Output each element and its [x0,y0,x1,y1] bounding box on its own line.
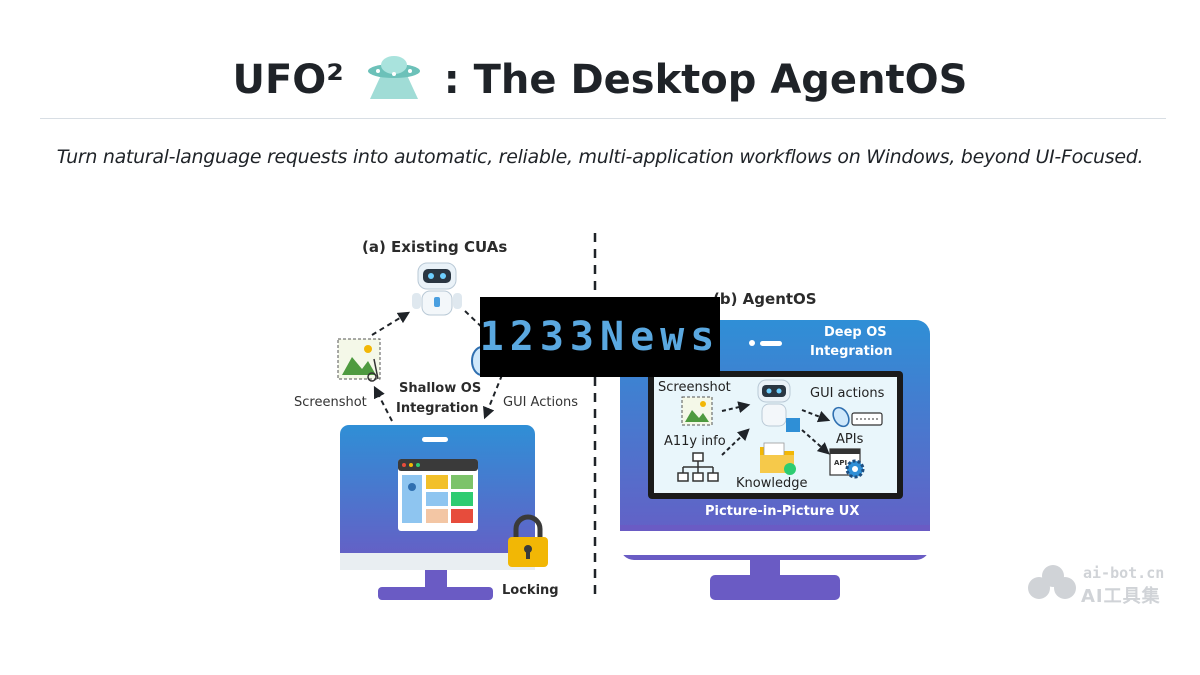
subtitle: Turn natural-language requests into auto… [56,146,1144,168]
cloud-logo-icon [1028,565,1076,599]
left-panel-title: (a) Existing CUAs [362,238,507,256]
site-name: AI工具集 [1081,586,1161,607]
site-watermark: ai-bot.cn AI工具集 [1025,562,1185,607]
right-gui-actions-label: GUI actions [810,386,885,401]
right-panel-title: (b) AgentOS [713,290,817,308]
page-title: UFO² : The Desktop AgentOS [0,50,1200,110]
title-divider [40,118,1166,119]
tree-icon [677,452,719,482]
left-screenshot-label: Screenshot [294,395,367,410]
left-gui-actions-label: GUI Actions [503,395,578,410]
folder-icon [760,442,796,475]
right-screenshot-label: Screenshot [658,380,731,395]
locking-label: Locking [502,583,559,598]
gear-icon [845,459,865,479]
site-url: ai-bot.cn [1083,564,1165,582]
deep-os-label-2: Integration [810,344,892,359]
shallow-os-label-2: Integration [396,401,478,416]
keyboard-icon [851,412,883,426]
title-suffix: : The Desktop AgentOS [443,57,968,103]
deep-os-label-1: Deep OS [824,325,887,340]
robot-icon [757,379,800,432]
ufo-icon [367,56,420,99]
a11y-label: A11y info [664,434,726,449]
screenshot-icon [681,396,713,426]
title-prefix: UFO² [232,57,344,103]
architecture-figure: (a) Existing CUAs Screenshot Shallow OS … [280,225,940,600]
shallow-os-label-1: Shallow OS [399,381,481,396]
screenshot-icon [337,338,381,382]
robot-icon [412,262,462,316]
mouse-icon [832,406,850,428]
knowledge-label: Knowledge [736,476,807,491]
news-watermark: 1233News [480,297,720,377]
api-tag: API [834,459,847,467]
apis-label: APIs [836,432,864,447]
left-monitor [340,425,535,600]
pip-label: Picture-in-Picture UX [705,504,859,519]
lock-icon [508,514,548,567]
